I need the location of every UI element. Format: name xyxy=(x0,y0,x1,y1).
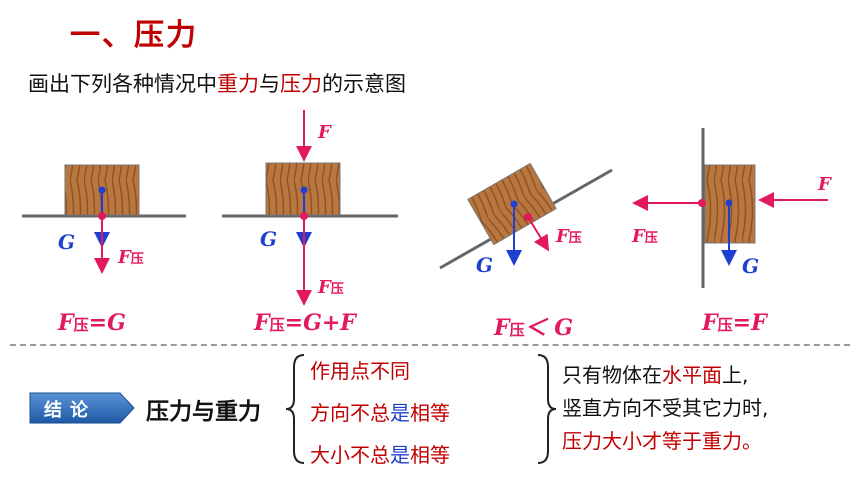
pressure-label: F压 xyxy=(317,277,344,298)
conclusion-item-3: 大小不总是相等 xyxy=(310,439,450,468)
conclusion-badge xyxy=(29,392,135,424)
eq-rhs: =F xyxy=(732,310,767,336)
item-equal: 相等 xyxy=(410,401,450,425)
item-is: 是 xyxy=(390,443,410,467)
note-line-3: 压力大小才等于重力。 xyxy=(562,429,762,453)
page-title: 一、压力 xyxy=(70,18,198,53)
gravity-label: G xyxy=(476,253,493,277)
pressure-label: F压 xyxy=(631,226,658,247)
diagram-horizontal: G F压 xyxy=(22,164,186,274)
note-highlight: 水平面 xyxy=(662,363,722,387)
note-text: 上, xyxy=(722,363,749,387)
equation-3: F压＜ G xyxy=(494,310,573,342)
diagram-incline: G F压 xyxy=(439,162,613,277)
eq-rhs: ＜ G xyxy=(524,315,574,341)
pressure-label: F压 xyxy=(117,247,144,268)
diagram-wall: F G F压 xyxy=(631,128,832,288)
instruction-pressure: 压力 xyxy=(280,72,322,96)
eq-rhs: =G xyxy=(88,310,126,336)
eq-lhs: F xyxy=(702,310,718,336)
eq-rhs: =G+F xyxy=(284,310,356,336)
instruction-and: 与 xyxy=(259,72,280,96)
instruction-end: 的示意图 xyxy=(322,72,406,96)
instruction-text: 画出下列各种情况中重力与压力的示意图 xyxy=(28,68,406,98)
right-brace xyxy=(537,354,557,464)
eq-sub: 压 xyxy=(717,316,733,334)
eq-lhs: F xyxy=(494,315,510,341)
conclusion-label: 结论 xyxy=(44,400,96,421)
item-text: 大小不总 xyxy=(310,443,390,467)
eq-sub: 压 xyxy=(509,321,525,339)
push-force-label: F xyxy=(817,174,832,195)
gravity-label: G xyxy=(58,230,75,254)
equation-4: F压=F xyxy=(702,310,767,336)
eq-sub: 压 xyxy=(269,316,285,334)
equation-2: F压=G+F xyxy=(254,310,356,336)
equation-1: F压=G xyxy=(58,310,126,336)
eq-lhs: F xyxy=(58,310,74,336)
item-is: 是 xyxy=(390,401,410,425)
pressure-label: F压 xyxy=(555,226,582,247)
eq-sub: 压 xyxy=(73,316,89,334)
left-brace xyxy=(285,354,305,464)
note-line-2: 竖直方向不受其它力时, xyxy=(562,396,769,420)
note-text: 只有物体在 xyxy=(562,363,662,387)
conclusion-item-1: 作用点不同 xyxy=(310,355,410,384)
gravity-label: G xyxy=(260,227,277,251)
diagram-pushed: F G F压 xyxy=(222,110,398,306)
gravity-label: G xyxy=(742,254,759,278)
force-diagrams: G F压 F G F压 G F压 F G F xyxy=(22,110,832,306)
item-text: 作用点不同 xyxy=(310,359,410,383)
instruction-part: 画出下列各种情况中 xyxy=(28,72,217,96)
eq-lhs: F xyxy=(254,310,270,336)
item-text: 方向不总 xyxy=(310,401,390,425)
conclusion-item-2: 方向不总是相等 xyxy=(310,397,450,426)
section-divider xyxy=(10,344,850,346)
item-equal: 相等 xyxy=(410,443,450,467)
instruction-gravity: 重力 xyxy=(217,72,259,96)
push-force-label: F xyxy=(317,122,332,143)
conclusion-topic: 压力与重力 xyxy=(146,399,261,425)
note-line-1: 只有物体在水平面上, xyxy=(562,359,748,388)
